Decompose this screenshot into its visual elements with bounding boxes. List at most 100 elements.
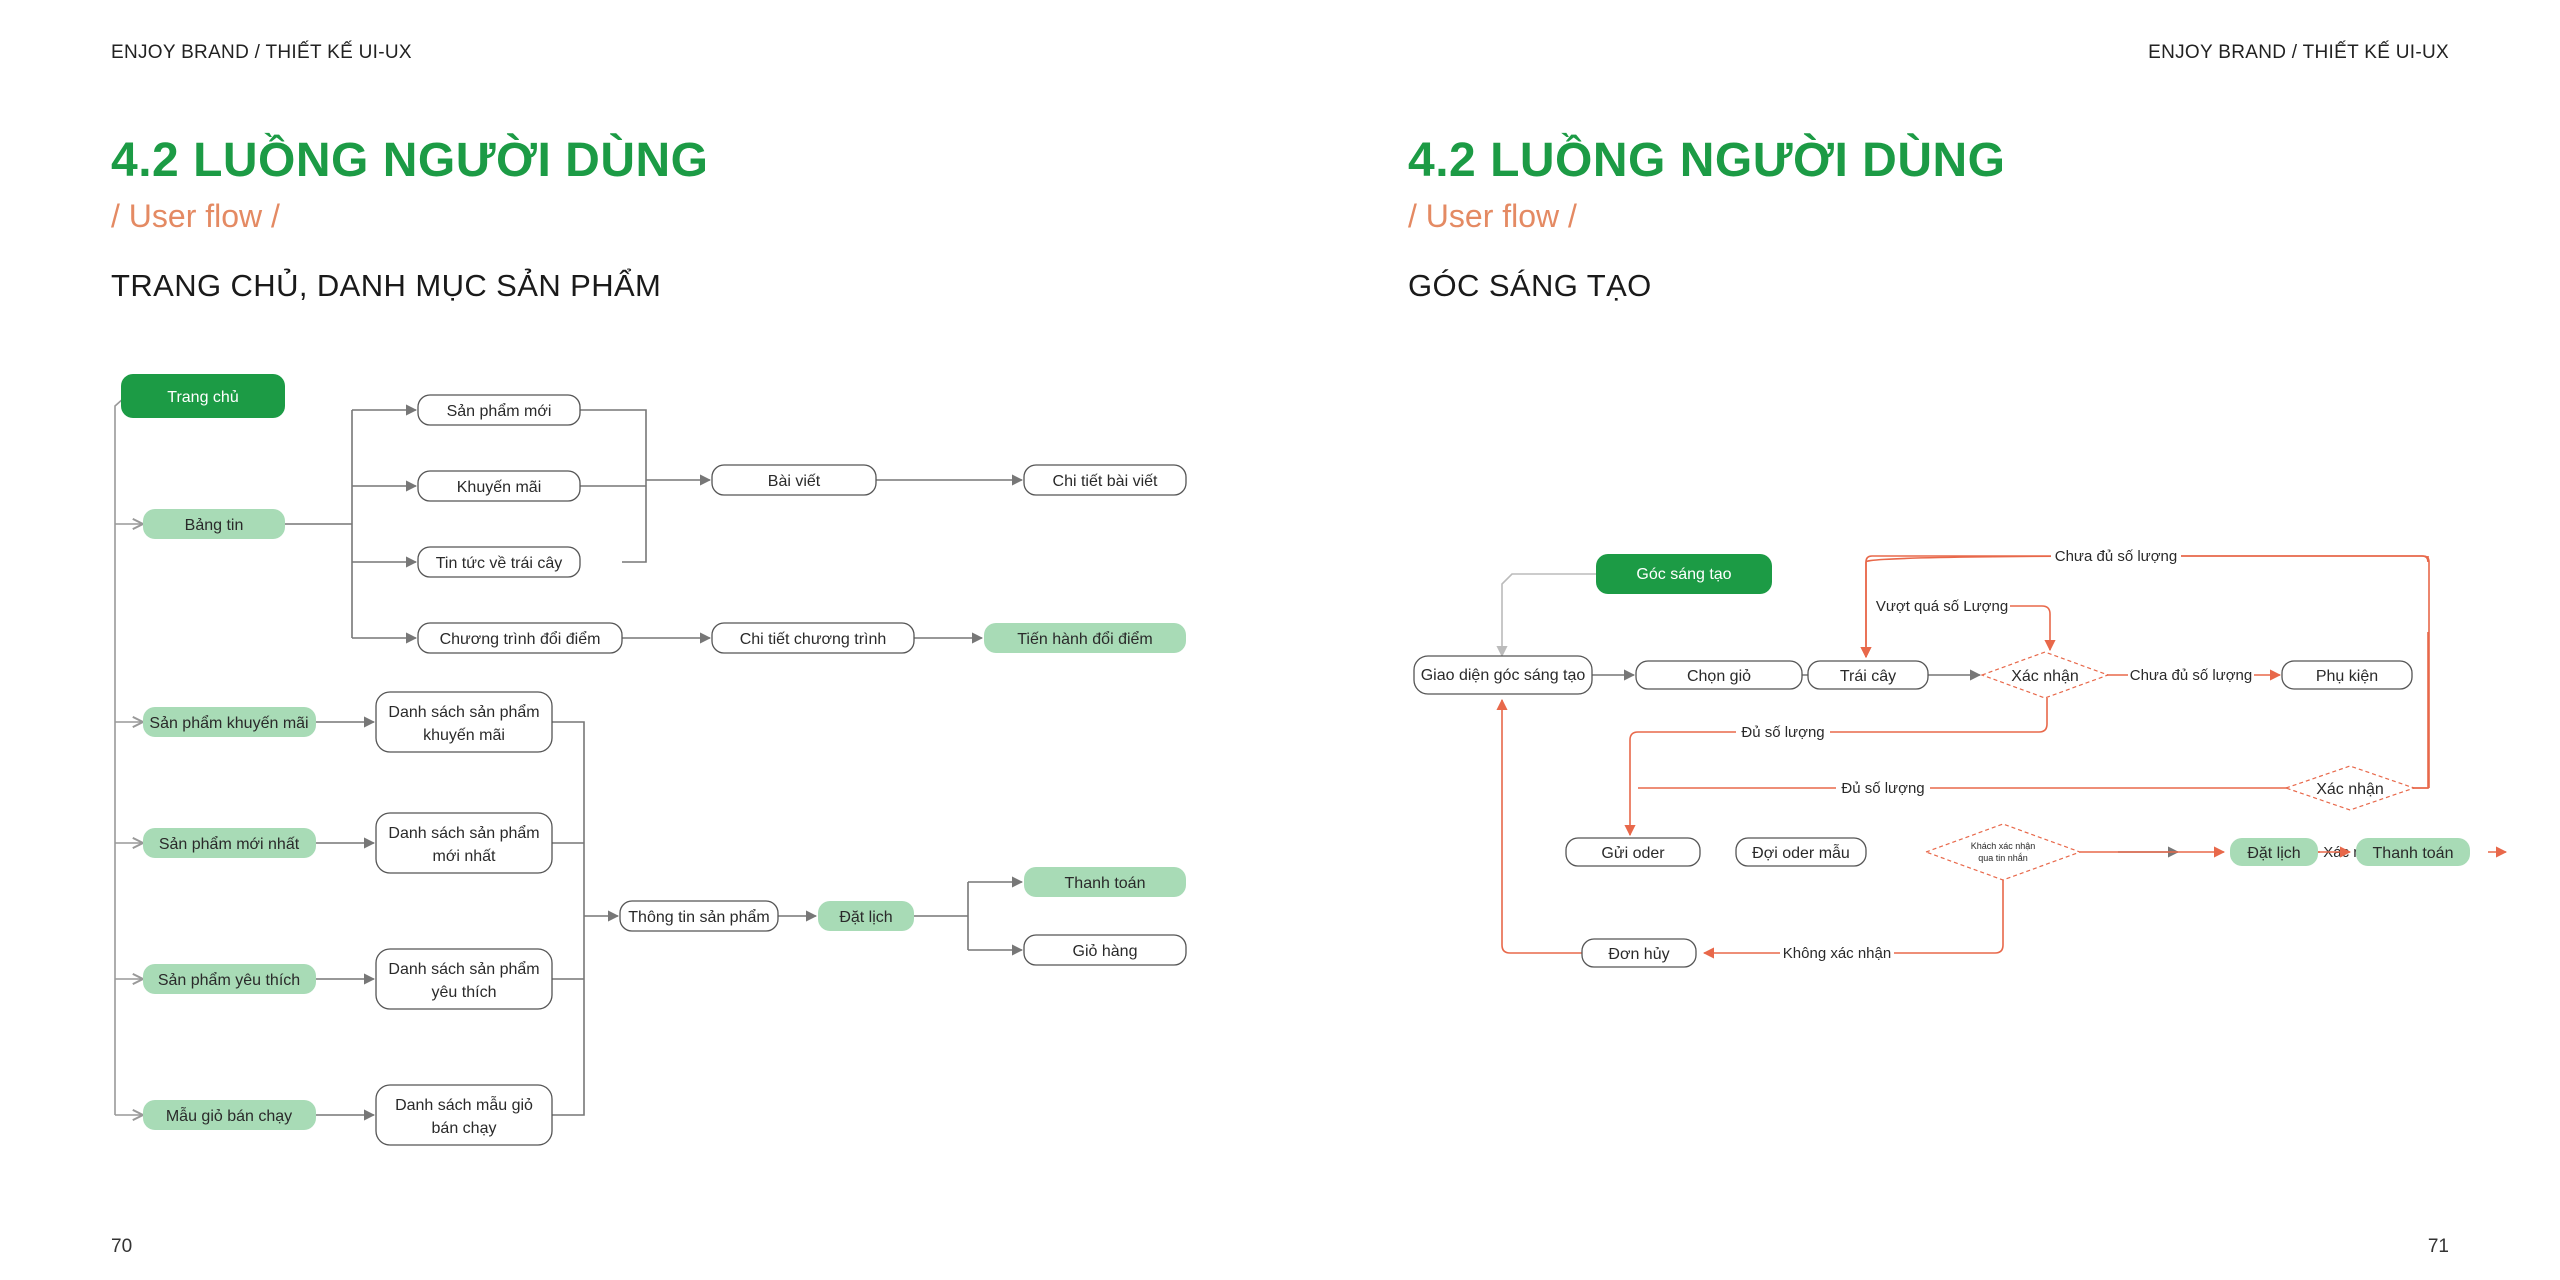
node-trai-cay: Trái cây [1807,660,1929,690]
node-thong-tin-san-pham: Thông tin sản phẩm [619,900,779,932]
svg-text:Mẫu giỏ bán chạy: Mẫu giỏ bán chạy [166,1106,292,1125]
svg-text:Thanh toán: Thanh toán [1065,875,1146,892]
svg-text:Chi tiết bài viết: Chi tiết bài viết [1053,473,1158,490]
node-chi-tiet-chuong-trinh: Chi tiết chương trình [711,622,915,654]
svg-text:Chi tiết chương trình: Chi tiết chương trình [740,631,887,648]
node-tien-hanh-doi-diem: Tiến hành đổi điểm [984,623,1186,653]
brand-label: ENJOY BRAND / THIẾT KẾ UI-UX [111,42,412,63]
svg-text:Sản phẩm yêu thích: Sản phẩm yêu thích [158,971,300,989]
node-tin-tuc: Tin tức về trái cây [417,546,581,578]
page-subheading: / User flow / [1408,198,1577,234]
node-khach-xac-nhan: Khách xác nhận qua tin nhắn [1924,823,2082,881]
node-trang-chu: Trang chủ [121,374,285,418]
node-phu-kien: Phụ kiện [2281,660,2413,690]
svg-text:Không xác nhận: Không xác nhận [1783,945,1891,962]
user-flow-diagram-creative: Chưa đủ số lượng Vượt quá số Lượng Chưa … [1413,545,2508,968]
node-goc-sang-tao: Góc sáng tạo [1596,554,1772,594]
node-gio-hang: Giỏ hàng [1023,934,1187,966]
svg-text:Xác nhận: Xác nhận [2011,668,2079,685]
svg-text:Chọn giỏ: Chọn giỏ [1687,668,1751,685]
svg-text:Gửi oder: Gửi oder [1601,845,1665,862]
node-ds-mau-gio: Danh sách mẫu giỏ bán chạy [375,1084,553,1146]
svg-text:Đợi oder mẫu: Đợi oder mẫu [1752,843,1850,862]
node-san-pham-moi: Sản phẩm mới [417,394,581,426]
node-chon-gio: Chọn giỏ [1635,660,1803,690]
svg-text:Đặt lịch: Đặt lịch [839,909,892,926]
node-sp-yeu-thich: Sản phẩm yêu thích [143,964,316,994]
brand-label: ENJOY BRAND / THIẾT KẾ UI-UX [2148,42,2449,63]
node-thanh-toan: Thanh toán [2356,838,2470,866]
node-xac-nhan-2: Xác nhận [2284,765,2416,811]
svg-text:Tin tức về trái cây: Tin tức về trái cây [436,555,563,572]
svg-text:Góc sáng tạo: Góc sáng tạo [1636,566,1731,583]
node-doi-oder-mau: Đợi oder mẫu [1735,837,1867,867]
svg-text:Xác nhận: Xác nhận [2316,781,2384,798]
node-sp-khuyen-mai: Sản phẩm khuyến mãi [143,707,316,737]
svg-text:Trái cây: Trái cây [1840,668,1896,685]
node-ds-khuyen-mai: Danh sách sản phẩm khuyến mãi [375,691,553,753]
svg-text:yêu thích: yêu thích [432,984,497,1001]
svg-text:Chương trình đổi điểm: Chương trình đổi điểm [440,630,601,648]
right-page: ENJOY BRAND / THIẾT KẾ UI-UX 4.2 LUỒNG N… [1280,0,2560,1280]
node-bai-viet: Bài viết [711,464,877,496]
node-ds-yeu-thich: Danh sách sản phẩm yêu thích [375,948,553,1010]
edge-label-vuot-qua: Vượt quá số Lượng [1874,595,2010,617]
svg-text:Thanh toán: Thanh toán [2373,845,2454,862]
svg-text:Bảng tin: Bảng tin [185,517,244,534]
node-chi-tiet-bai-viet: Chi tiết bài viết [1023,464,1187,496]
svg-text:Bài viết: Bài viết [768,473,821,490]
node-gui-oder: Gửi oder [1565,837,1701,867]
node-giao-dien: Giao diện góc sáng tạo [1413,655,1593,695]
edge-label-chua-du-top: Chưa đủ số lượng [2051,545,2181,567]
svg-text:qua tin nhắn: qua tin nhắn [1978,853,2028,863]
svg-text:Đặt lịch: Đặt lịch [2247,845,2300,862]
svg-text:Chưa đủ số lượng: Chưa đủ số lượng [2055,548,2177,565]
section-title: GÓC SÁNG TẠO [1408,268,1652,303]
node-mau-gio: Mẫu giỏ bán chạy [143,1100,316,1130]
node-don-huy: Đơn hủy [1581,938,1697,968]
svg-text:Sản phẩm mới: Sản phẩm mới [447,402,552,420]
edge-label-du-2: Đủ số lượng [1836,777,1930,799]
connector-lines [114,397,1024,1115]
svg-text:Danh sách sản phẩm: Danh sách sản phẩm [388,960,539,978]
node-bang-tin: Bảng tin [143,509,285,539]
node-chuong-trinh: Chương trình đổi điểm [417,622,623,654]
svg-text:Danh sách sản phẩm: Danh sách sản phẩm [388,703,539,721]
svg-text:Tiến hành đổi điểm: Tiến hành đổi điểm [1017,630,1153,648]
node-thanh-toan: Thanh toán [1024,867,1186,897]
left-page: ENJOY BRAND / THIẾT KẾ UI-UX 4.2 LUỒNG N… [111,42,1187,1257]
svg-text:Danh sách sản phẩm: Danh sách sản phẩm [388,824,539,842]
svg-text:Khách xác nhận: Khách xác nhận [1971,841,2036,851]
node-ds-moi-nhat: Danh sách sản phẩm mới nhất [375,812,553,874]
svg-text:Giỏ hàng: Giỏ hàng [1073,943,1138,960]
node-dat-lich: Đặt lịch [2230,838,2318,866]
svg-text:mới nhất: mới nhất [433,848,497,865]
svg-text:Trang chủ: Trang chủ [167,389,238,406]
page-heading: 4.2 LUỒNG NGƯỜI DÙNG [1408,134,2006,187]
node-khuyen-mai: Khuyến mãi [417,470,581,502]
svg-text:Đủ số lượng: Đủ số lượng [1841,780,1924,797]
edge-label-khong-xac-nhan: Không xác nhận [1780,942,1894,964]
page-subheading: / User flow / [111,198,280,234]
svg-text:khuyến mãi: khuyến mãi [423,727,505,744]
node-xac-nhan-1: Xác nhận [1980,651,2110,699]
edge-label-chua-du-right: Chưa đủ số lượng [2128,664,2254,686]
node-sp-moi-nhat: Sản phẩm mới nhất [143,828,316,858]
svg-text:Khuyến mãi: Khuyến mãi [457,479,542,496]
page-number: 70 [111,1236,133,1257]
svg-text:Sản phẩm khuyến mãi: Sản phẩm khuyến mãi [149,714,308,732]
page-number: 71 [2427,1236,2449,1257]
svg-text:Giao diện góc sáng tạo: Giao diện góc sáng tạo [1421,667,1586,684]
edge-label-du-1: Đủ số lượng [1736,721,1830,743]
svg-text:Phụ kiện: Phụ kiện [2316,668,2378,685]
svg-text:Đủ số lượng: Đủ số lượng [1741,724,1824,741]
svg-text:Đơn hủy: Đơn hủy [1608,946,1669,963]
user-flow-diagram-home: Trang chủ Bảng tin Sản phẩm mới Khuyến m… [114,374,1187,1146]
svg-text:Chưa đủ số lượng: Chưa đủ số lượng [2130,667,2252,684]
svg-text:Thông tin sản phẩm: Thông tin sản phẩm [628,908,769,926]
svg-text:bán chạy: bán chạy [432,1120,497,1137]
section-title: TRANG CHỦ, DANH MỤC SẢN PHẨM [111,268,662,303]
svg-text:Sản phẩm mới nhất: Sản phẩm mới nhất [159,835,300,853]
svg-text:Danh sách mẫu giỏ: Danh sách mẫu giỏ [395,1095,533,1114]
page-heading: 4.2 LUỒNG NGƯỜI DÙNG [111,134,709,187]
